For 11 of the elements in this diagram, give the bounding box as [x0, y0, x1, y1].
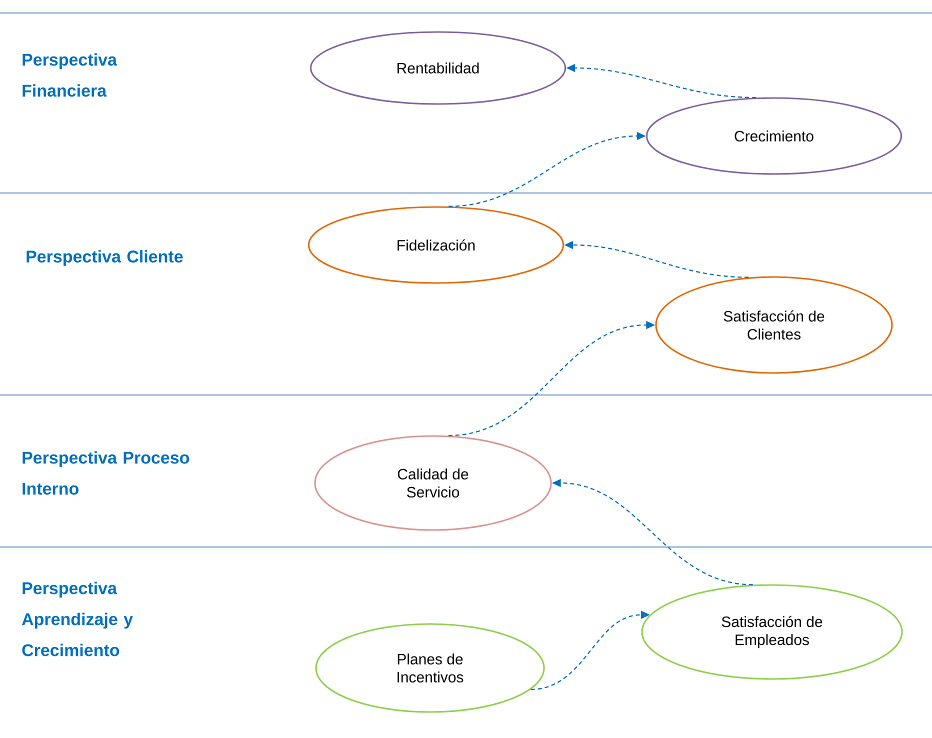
- perspective-label: Perspectiva Cliente: [26, 250, 183, 266]
- ellipse-node: Fidelización: [308, 206, 564, 284]
- ellipse-node: Planes de Incentivos: [315, 623, 545, 713]
- perspective-label: Perspectiva Proceso Interno: [22, 451, 190, 495]
- ellipse-node: Crecimiento: [646, 97, 902, 175]
- ellipse-node: Calidad de Servicio: [314, 435, 552, 531]
- perspective-label: Perspectiva Aprendizaje y Crecimiento: [22, 582, 133, 656]
- ellipse-node: Satisfacción de Empleados: [641, 584, 903, 680]
- ellipse-node: Rentabilidad: [310, 31, 566, 105]
- ellipse-node: Satisfacción de Clientes: [655, 276, 893, 374]
- perspective-label: Perspectiva Financiera: [22, 53, 118, 97]
